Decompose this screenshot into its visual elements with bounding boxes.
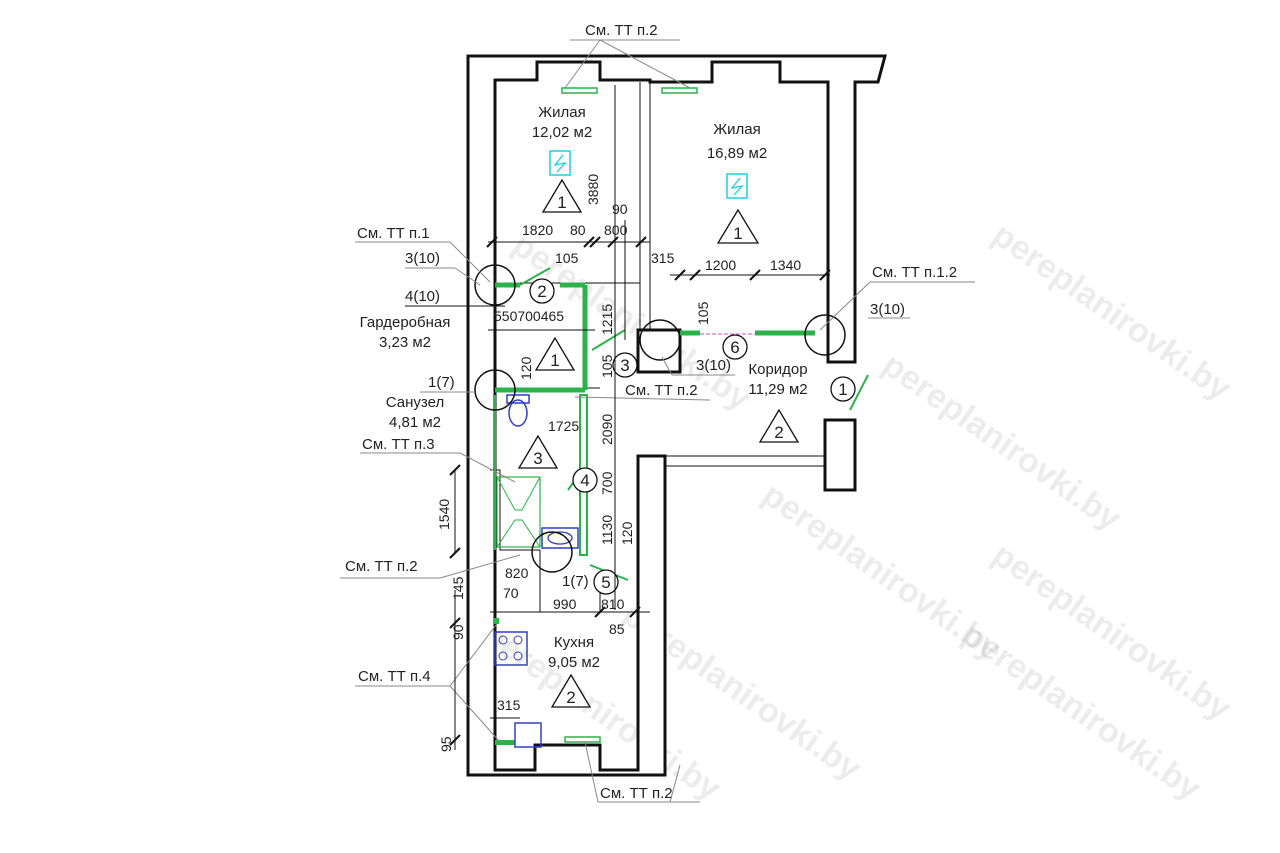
electrical-panel-icon xyxy=(726,173,748,199)
note: См. ТТ п.1 xyxy=(357,225,430,242)
sink-icon xyxy=(541,527,579,549)
marker: 6 xyxy=(730,338,739,357)
dimension: 1725 xyxy=(548,418,579,434)
triangle-icon xyxy=(541,178,583,213)
watermark: pereplanirovki.by xyxy=(985,215,1237,408)
room-name: Коридор xyxy=(748,361,807,378)
new-partitions xyxy=(494,267,869,745)
dimension: 3880 xyxy=(585,174,601,205)
room-number: 1 xyxy=(557,193,566,212)
note: См. ТТ п.4 xyxy=(358,668,431,685)
dimension: 120 xyxy=(518,356,534,380)
dimension: 700 xyxy=(599,471,615,495)
dimension: 105 xyxy=(695,301,711,325)
dimension: 90 xyxy=(612,201,628,217)
dimension: 810 xyxy=(601,596,625,612)
marker: 4 xyxy=(580,471,589,490)
walls xyxy=(466,54,887,777)
note: См. ТТ п.1.2 xyxy=(872,264,957,281)
dimension: 95 xyxy=(438,736,454,752)
dimension: 1215 xyxy=(599,304,615,335)
note: См. ТТ п.2 xyxy=(585,22,658,39)
shower-icon xyxy=(496,476,541,548)
room-area: 11,29 м2 xyxy=(748,381,807,398)
note: См. ТТ п.2 xyxy=(625,382,698,399)
dimension: 990 xyxy=(553,596,577,612)
radiator-icon xyxy=(661,87,698,94)
fixtures xyxy=(494,150,748,748)
stove-icon xyxy=(494,631,528,666)
dimension: 1820 xyxy=(522,222,553,238)
radiator-icon xyxy=(561,87,598,94)
room-labels: Жилая 12,02 м2 Жилая 16,89 м2 Гардеробна… xyxy=(360,104,808,671)
room-number: 2 xyxy=(566,688,575,707)
dimension: 315 xyxy=(497,697,521,713)
room-name: Гардеробная xyxy=(360,314,451,331)
dimension: 120 xyxy=(619,521,635,545)
opening-markers: 1 2 3 4 5 6 xyxy=(529,278,856,595)
dimension: 80 xyxy=(570,222,586,238)
reference-notes: См. ТТ п.2 См. ТТ п.1 3(10) 4(10) См. ТТ… xyxy=(340,22,975,803)
triangle-icon xyxy=(517,434,559,469)
dimension: 820 xyxy=(505,565,529,581)
room-area: 3,23 м2 xyxy=(379,334,431,351)
room-area: 16,89 м2 xyxy=(707,145,767,162)
dimension: 85 xyxy=(609,621,625,637)
note: См. ТТ п.2 xyxy=(345,558,418,575)
opening-label: 1(7) xyxy=(562,573,589,590)
dimension: 90 xyxy=(450,624,466,640)
dimension: 70 xyxy=(503,585,519,601)
room-name: Кухня xyxy=(554,634,594,651)
marker: 1 xyxy=(838,380,847,399)
room-number: 1 xyxy=(733,224,742,243)
radiators xyxy=(561,87,698,743)
room-area: 4,81 м2 xyxy=(389,414,441,431)
dimension: 800 xyxy=(604,222,628,238)
opening-label: 1(7) xyxy=(428,374,455,391)
room-number: 1 xyxy=(550,351,559,370)
room-number: 2 xyxy=(774,423,783,442)
dimension: 1130 xyxy=(599,515,615,545)
dimension: 2090 xyxy=(599,414,615,445)
dimension: 315 xyxy=(651,250,675,266)
marker: 3 xyxy=(620,356,629,375)
opening-circles xyxy=(474,264,846,573)
opening-label: 3(10) xyxy=(870,301,905,318)
note: См. ТТ п.3 xyxy=(362,436,435,453)
triangle-icon xyxy=(550,673,592,708)
room-name: Жилая xyxy=(713,121,760,138)
note: См. ТТ п.2 xyxy=(600,785,673,802)
watermark: pereplanirovki.by xyxy=(955,615,1207,808)
dimension-lines xyxy=(449,85,831,750)
dimension: 105 xyxy=(599,354,615,378)
triangle-icon xyxy=(534,336,576,371)
room-name: Жилая xyxy=(538,104,585,121)
dimension: 1540 xyxy=(436,499,452,530)
dimension: 1340 xyxy=(770,257,801,273)
triangle-icon xyxy=(716,208,760,244)
radiator-icon xyxy=(564,736,601,743)
electrical-panel-icon xyxy=(549,150,571,176)
dimension: 550700465 xyxy=(494,308,564,324)
dimension: 1200 xyxy=(705,257,736,273)
dimension: 145 xyxy=(450,576,466,600)
toilet-icon xyxy=(508,399,528,427)
room-number: 3 xyxy=(533,449,542,468)
room-area: 9,05 м2 xyxy=(548,654,600,671)
opening-label: 4(10) xyxy=(405,288,440,305)
dimension-labels: 3880 1820 80 800 90 105 315 1200 1340 10… xyxy=(436,174,801,752)
triangle-icon xyxy=(758,408,800,443)
room-area: 12,02 м2 xyxy=(532,124,592,141)
marker: 5 xyxy=(601,573,610,592)
opening-label: 3(10) xyxy=(405,250,440,267)
room-name: Санузел xyxy=(386,394,444,411)
watermarks: pereplanirovki.by pereplanirovki.by pere… xyxy=(475,215,1237,808)
dimension: 105 xyxy=(555,250,579,266)
watermark: pereplanirovki.by xyxy=(875,345,1127,538)
room-number-triangles: 1 1 1 3 2 2 xyxy=(517,178,800,708)
opening-label: 3(10) xyxy=(696,357,731,374)
kitchen-sink-icon xyxy=(514,722,542,748)
watermark: pereplanirovki.by xyxy=(985,535,1237,728)
marker: 2 xyxy=(537,282,546,301)
